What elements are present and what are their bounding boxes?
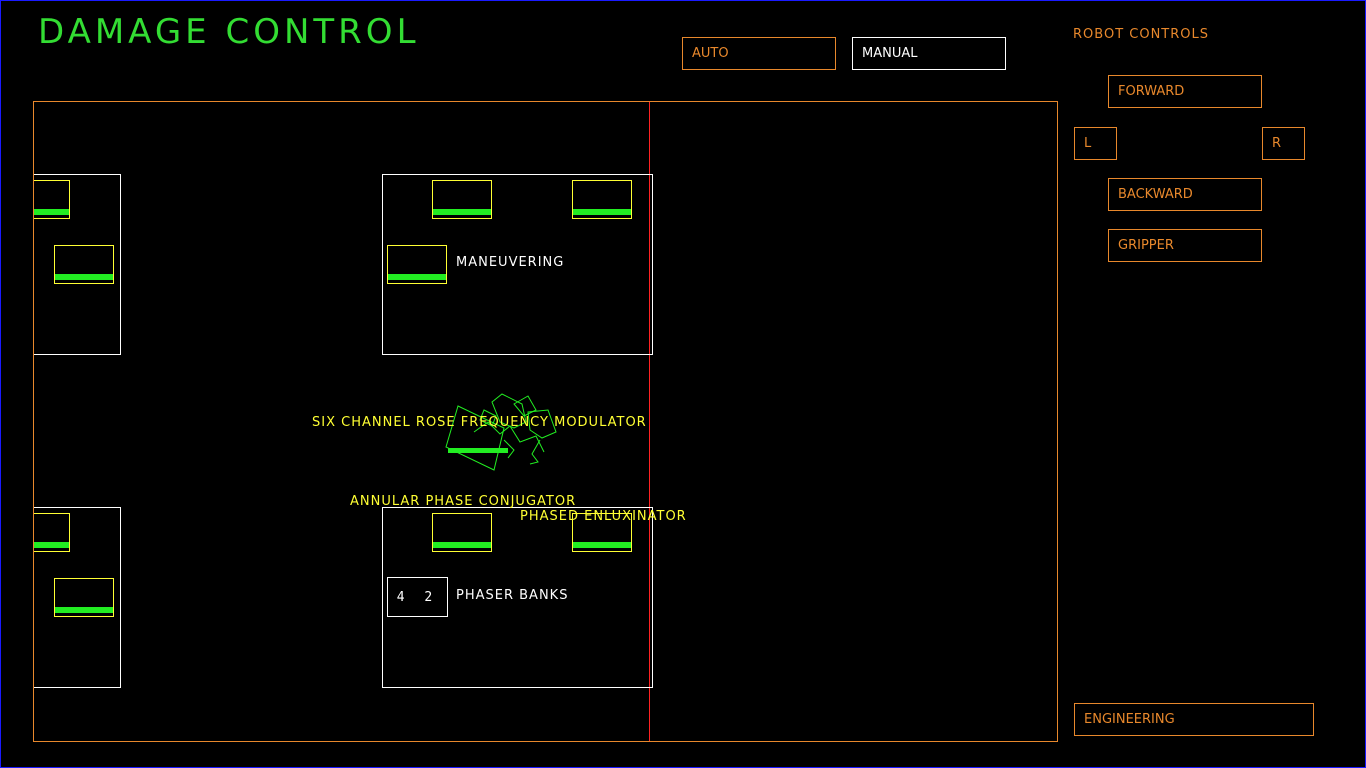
gripper-button[interactable]: GRIPPER xyxy=(1108,229,1262,262)
system-health-bar xyxy=(433,209,491,215)
system-slot[interactable] xyxy=(34,180,70,219)
view-divider xyxy=(649,102,650,741)
system-health-bar xyxy=(55,607,113,613)
system-slot[interactable] xyxy=(54,578,114,617)
turn-left-button[interactable]: L xyxy=(1074,127,1117,160)
room-label-maneuvering: MANEUVERING xyxy=(456,255,565,270)
system-health-bar xyxy=(34,209,69,215)
room-maneuvering: MANEUVERING xyxy=(382,174,653,355)
ship-map-viewport[interactable]: MANEUVERING 4 2 PHASER BANKS SIX CHANNEL… xyxy=(33,101,1058,742)
repair-robot-icon[interactable] xyxy=(444,392,584,472)
robot-controls-heading: ROBOT CONTROLS xyxy=(1073,27,1209,42)
room-label-phaser-banks: PHASER BANKS xyxy=(456,588,569,603)
system-health-bar xyxy=(433,542,491,548)
system-health-bar xyxy=(388,274,446,280)
system-health-bar xyxy=(55,274,113,280)
auto-button[interactable]: AUTO xyxy=(682,37,836,70)
system-slot[interactable] xyxy=(54,245,114,284)
room-bottom-left xyxy=(34,507,121,688)
room-phaser-banks: 4 2 PHASER BANKS xyxy=(382,507,653,688)
manual-button[interactable]: MANUAL xyxy=(852,37,1006,70)
system-slot[interactable] xyxy=(432,513,492,552)
engineering-button[interactable]: ENGINEERING xyxy=(1074,703,1314,736)
backward-button[interactable]: BACKWARD xyxy=(1108,178,1262,211)
label-annular-phase-conjugator: ANNULAR PHASE CONJUGATOR xyxy=(350,494,577,509)
system-slot[interactable] xyxy=(572,513,632,552)
system-health-bar xyxy=(573,542,631,548)
label-rose-frequency-modulator: SIX CHANNEL ROSE FREQUENCY MODULATOR xyxy=(312,415,647,430)
system-slot[interactable] xyxy=(572,180,632,219)
system-slot[interactable] xyxy=(34,513,70,552)
system-slot[interactable] xyxy=(432,180,492,219)
room-top-left xyxy=(34,174,121,355)
system-health-bar xyxy=(34,542,69,548)
label-phased-enluxinator: PHASED ENLUXINATOR xyxy=(520,509,687,524)
turn-right-button[interactable]: R xyxy=(1262,127,1305,160)
page-title: DAMAGE CONTROL xyxy=(38,12,420,52)
system-health-bar xyxy=(573,209,631,215)
phaser-count-display: 4 2 xyxy=(387,577,448,617)
system-slot[interactable] xyxy=(387,245,447,284)
forward-button[interactable]: FORWARD xyxy=(1108,75,1262,108)
